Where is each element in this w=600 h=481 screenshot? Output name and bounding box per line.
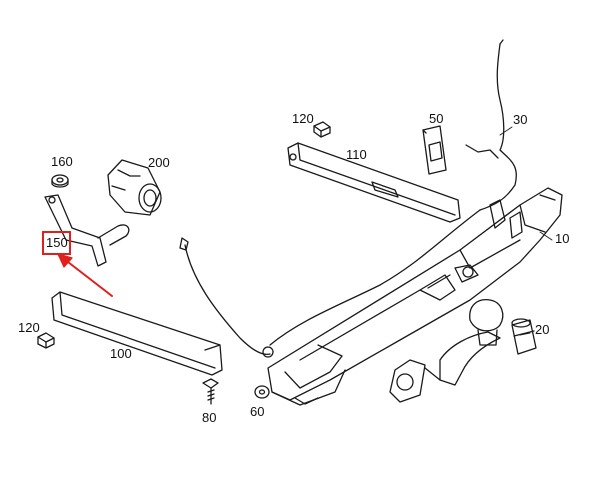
part-label-150: 150 bbox=[46, 235, 68, 250]
highlight-arrow bbox=[57, 253, 113, 297]
part-label-110: 110 bbox=[346, 147, 367, 162]
highlight-box bbox=[42, 231, 71, 255]
part-label-120-top: 120 bbox=[292, 111, 314, 126]
bolt-80 bbox=[202, 378, 219, 405]
socket-cap bbox=[511, 318, 537, 355]
lower-crossbar bbox=[51, 291, 223, 376]
nut bbox=[51, 174, 69, 188]
upper-crossbar bbox=[287, 142, 461, 223]
part-label-200: 200 bbox=[148, 155, 170, 170]
part-label-20: 20 bbox=[535, 322, 550, 337]
part-label-10: 10 bbox=[555, 231, 570, 246]
cable-harness bbox=[179, 39, 517, 358]
bracket-arm bbox=[44, 194, 130, 267]
bolt-top bbox=[313, 121, 331, 138]
washer bbox=[254, 385, 270, 399]
part-label-120-left: 120 bbox=[18, 320, 40, 335]
part-label-160: 160 bbox=[51, 154, 73, 169]
control-unit bbox=[107, 159, 162, 216]
leader-lines bbox=[499, 126, 553, 336]
tow-ball-neck bbox=[389, 299, 504, 403]
main-crossbeam bbox=[267, 187, 563, 406]
bolt-left bbox=[37, 332, 55, 349]
mounting-bracket bbox=[422, 125, 447, 175]
part-label-100: 100 bbox=[110, 346, 132, 361]
part-label-60: 60 bbox=[250, 404, 265, 419]
part-label-30: 30 bbox=[513, 112, 528, 127]
part-label-50: 50 bbox=[429, 111, 444, 126]
part-label-80: 80 bbox=[202, 410, 217, 425]
